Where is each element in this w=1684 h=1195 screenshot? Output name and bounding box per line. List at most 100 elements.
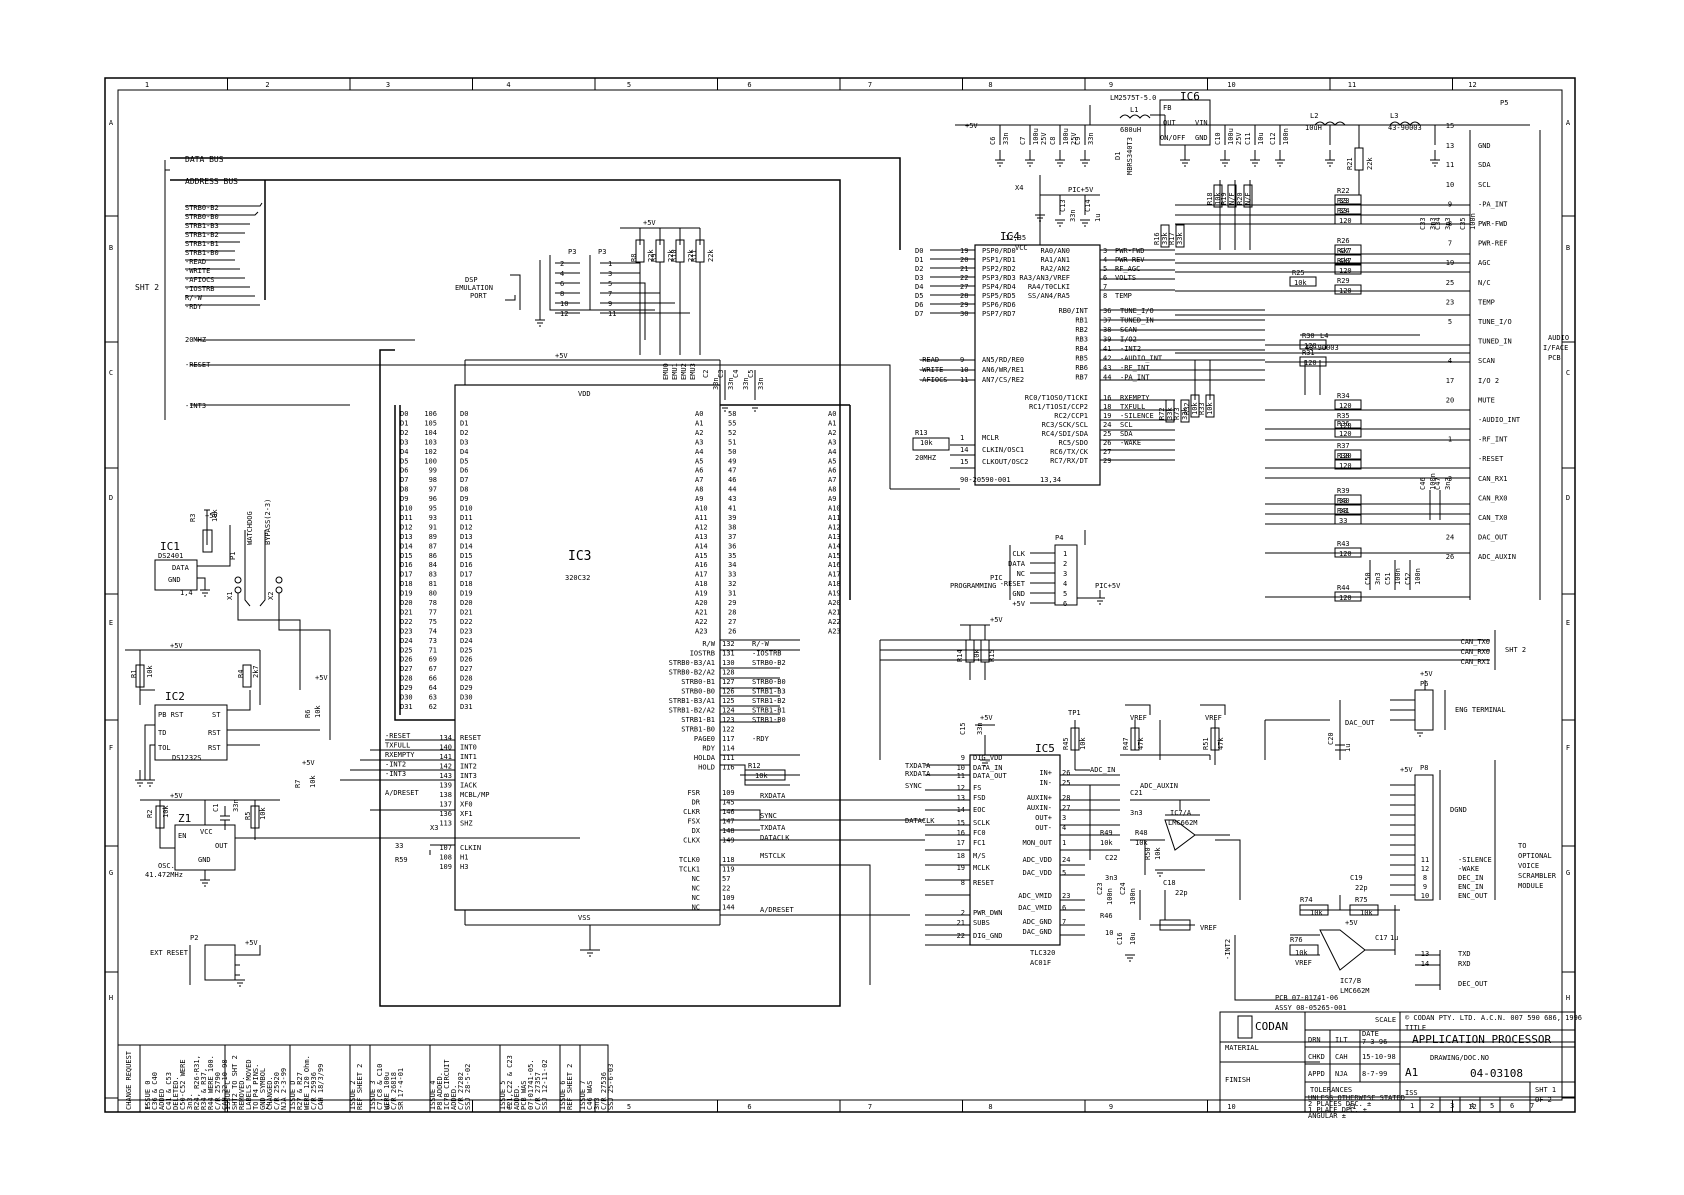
pin-number: 8 [961,879,965,887]
schematic-label: C23 [1096,882,1104,895]
grid-row-label: C [1566,369,1570,377]
pin-name: D15 [460,552,473,560]
pin-name: A12 [695,523,708,531]
schematic-label: 9 [608,300,612,308]
pin-name: DAC_VMID [1018,904,1052,912]
pin-number: 146 [722,808,735,816]
schematic-label: 5 [1490,1102,1494,1110]
pin-number: 39 [1103,336,1111,344]
pin-number: 26 [1062,769,1070,777]
schematic-label: C11 [1244,132,1252,145]
schematic-label: 22k [1366,157,1374,170]
schematic-label: C2 [702,370,710,378]
pin-name: FC0 [973,829,986,837]
pin-name: D28 [460,675,473,683]
schematic-label: AUDIO [1548,334,1569,342]
pin-number: 14 [960,446,968,454]
net-label: -PA_INT [1120,374,1150,382]
schematic-label: R21 [1346,157,1354,170]
pin-name: DATA [1008,560,1026,568]
schematic-label: MODULE [1518,882,1543,890]
bus-label: A16 [828,561,841,569]
schematic-label: -RDY [185,303,203,311]
schematic-label: 4 [1470,1102,1474,1110]
schematic-label: -WRITE [185,267,210,275]
pin-number: 16 [957,829,965,837]
component-value: 4k7 [1339,257,1352,265]
schematic-label: 7 [608,290,612,298]
component-value: 120 [1304,342,1317,350]
pin-number: 39 [728,514,736,522]
pin-name: MCLR [982,434,1000,442]
change-request-text: C/R 25920 [273,1072,281,1110]
pin-number: 49 [728,457,736,465]
resistor-body [1334,514,1362,525]
pin-name: RA3/AN3/VREF [1019,274,1070,282]
schematic-label: WATCHDOG [246,511,254,545]
pin-name: D17 [460,571,473,579]
schematic-label: 12,35 [1005,234,1026,242]
schematic-label: MBRS340T3 [1126,137,1134,175]
component-ref: R41 [1337,507,1350,515]
pin-number: 44 [1103,374,1111,382]
pin-number: 139 [439,782,452,790]
schematic-label: DATA [172,564,190,572]
pin-number: 33 [728,571,736,579]
schematic-label: R1 [130,670,138,678]
net-label: -WAKE [1458,865,1479,873]
schematic-label: VOICE [1518,862,1539,870]
pin-name: STRB0-B2/A2 [669,669,715,677]
schematic-label: R14 [956,649,964,662]
bus-label: D16 [400,561,413,569]
change-request-text: ADDED. [513,1085,521,1110]
connector-label: SDA [1478,161,1491,169]
pin-number: 3 [1448,475,1452,483]
schematic-label: R5 [244,812,252,820]
schematic-label: R46 [1100,912,1113,920]
component-ref: R27 [1337,247,1350,255]
schematic-label: C47 [1434,477,1442,490]
pin-number: 7 [1103,283,1107,291]
pin-number: 11 [1446,161,1454,169]
pin-name: A15 [695,552,708,560]
grid-column-label: 12 [1468,81,1476,89]
schematic-label: R4 [237,670,245,678]
schematic-label: 100n [1469,213,1477,230]
schematic-label: C14 [1084,199,1092,212]
pin-name: RESET [460,734,482,742]
pin-number: 58 [728,410,736,418]
schematic-label: EMU0 [662,363,670,380]
component-value: 33 [1339,497,1347,505]
bus-label: A17 [828,571,841,579]
pin-name: SHZ [460,820,473,828]
component-ref: R36 [1337,420,1350,428]
pin-name: FSD [973,794,986,802]
component-ref: R31 [1302,349,1315,357]
schematic-label: TO [1518,842,1526,850]
pin-number: 119 [722,866,735,874]
pin-name: R/W [702,640,715,648]
pin-number: 103 [424,438,437,446]
resistor-body [1205,394,1215,418]
pin-number: 57 [722,875,730,883]
net-label: VOLTS [1115,274,1136,282]
pin-name: D30 [460,694,473,702]
schematic-label: 15-10-98 [1362,1053,1396,1061]
connector-label: GND [1478,142,1491,150]
pin-number: 80 [429,590,437,598]
pin-name: IN- [1039,779,1052,787]
pin-number: 44 [728,486,736,494]
pin-number: 81 [429,580,437,588]
pin-name: RC6/TX/CK [1050,448,1089,456]
bus-label: D27 [400,665,413,673]
schematic-label: STRB1-B0 [185,249,219,257]
bus-label: A15 [828,552,841,560]
grid-column-label: 10 [1227,1103,1235,1111]
schematic-label: 10k [259,807,267,820]
pin-name: D14 [460,542,473,550]
net-label: DEC_OUT [1458,980,1488,988]
schematic-label: STRB1-B2 [185,231,219,239]
pin-number: 31 [728,590,736,598]
schematic-label: C51 [1384,572,1392,585]
schematic-label: -AFIOCS [185,276,215,284]
